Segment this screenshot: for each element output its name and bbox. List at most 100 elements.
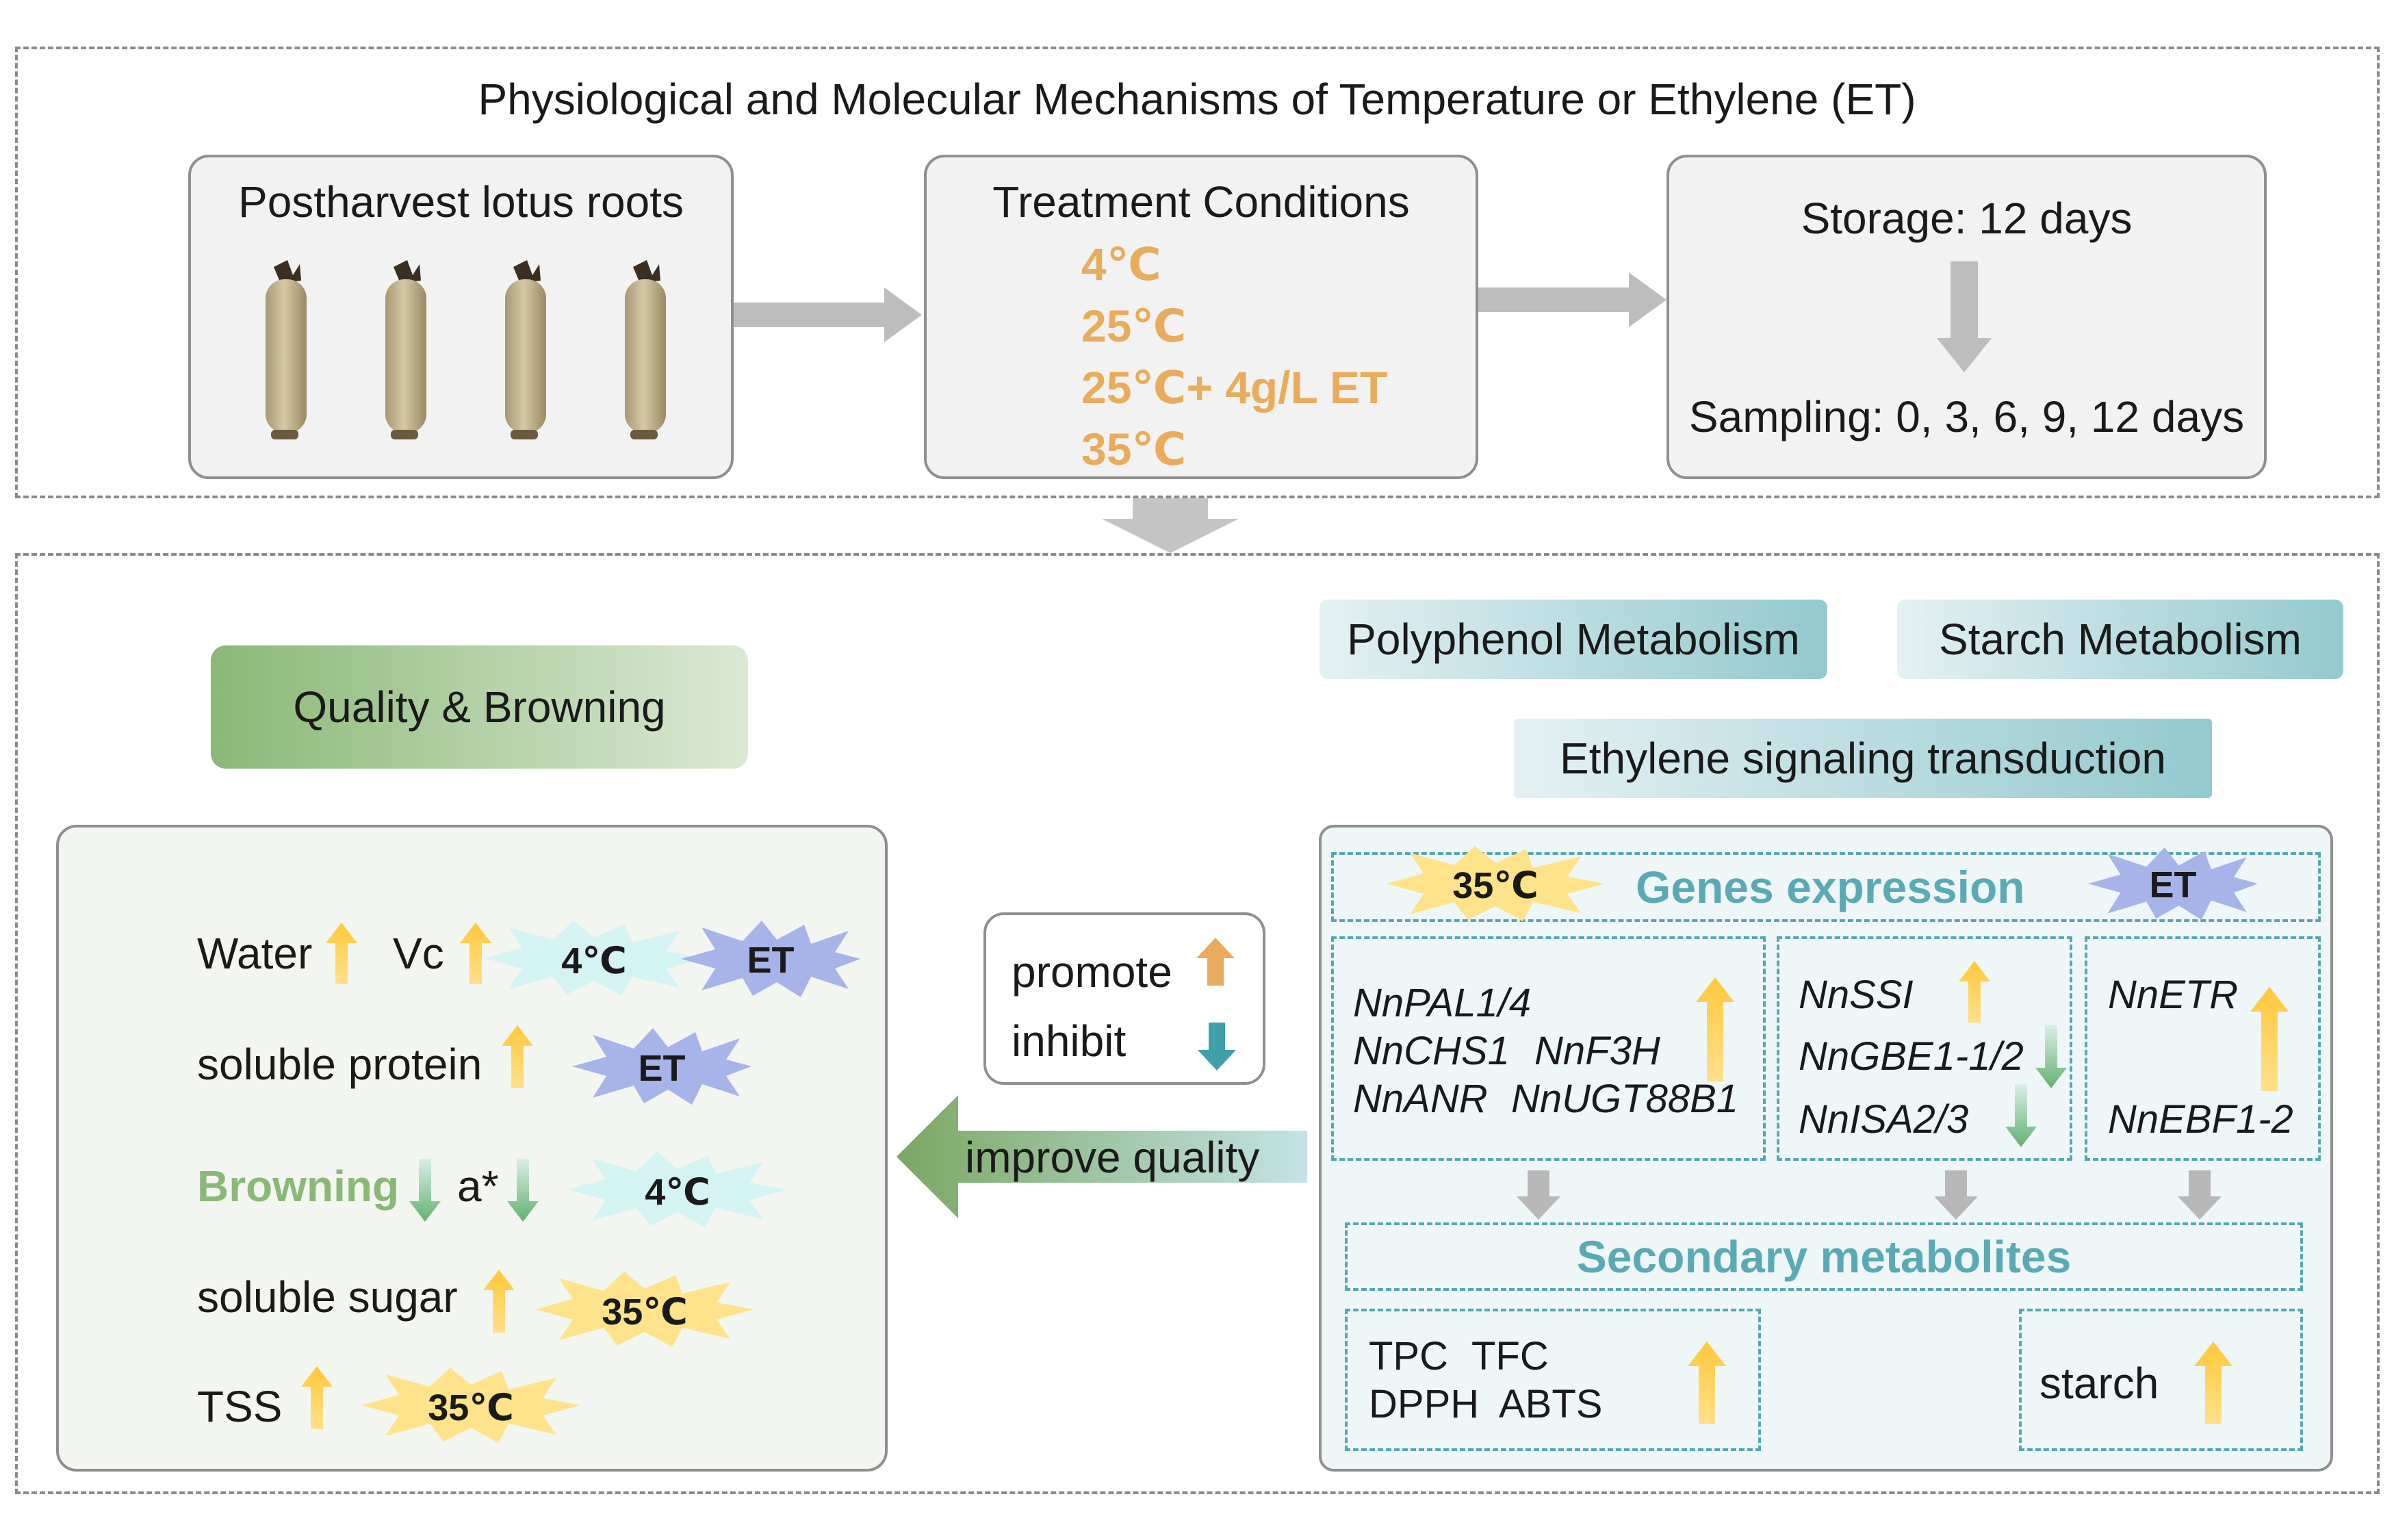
gene-nnssi: NnSSI (1799, 973, 1914, 1017)
increase-arrow-icon (1688, 1342, 1726, 1424)
gene-nnugt88b1: NnUGT88B1 (1511, 1077, 1739, 1121)
gene-nnchs1: NnCHS1 (1353, 1029, 1510, 1073)
burst-4c-icon (485, 921, 704, 996)
lotus-root-icon (625, 260, 666, 439)
arrow-down-icon (1517, 1170, 1560, 1220)
section-arrow-down-icon (1102, 498, 1239, 553)
ethylene-genes-frame (2085, 936, 2321, 1161)
lotus-root-icon (505, 260, 546, 439)
improve-quality-arrow-icon (897, 1095, 1307, 1218)
polyphenol-pill (1320, 600, 1827, 679)
increase-arrow-icon (1696, 977, 1734, 1081)
gene-nnpal: NnPAL1/4 (1353, 981, 1532, 1025)
polyphenol-pill-label: Polyphenol Metabolism (1347, 615, 1800, 664)
condition-4c: 4℃ (1081, 239, 1161, 290)
increase-arrow-icon (301, 1366, 333, 1429)
browning-label: Browning (197, 1162, 400, 1211)
flow-arrow-right-icon (1478, 272, 1666, 327)
vc-label: Vc (393, 929, 444, 978)
starch-genes-frame (1777, 936, 2072, 1161)
lotus-root-icon (385, 260, 426, 439)
sampling-days: Sampling: 0, 3, 6, 9, 12 days (1688, 392, 2245, 441)
a-star-label: a* (457, 1162, 499, 1211)
soluble-protein-label: soluble protein (197, 1040, 482, 1089)
starch-label: starch (2039, 1359, 2159, 1408)
flow-arrow-right-icon (734, 287, 922, 342)
condition-35c: 35℃ (1081, 424, 1187, 474)
ethylene-pill-label: Ethylene signaling transduction (1560, 734, 2166, 783)
ethylene-pill (1514, 719, 2212, 798)
metabolite-abts: ABTS (1499, 1382, 1603, 1426)
badge-35c-text: 35℃ (428, 1387, 514, 1428)
badge-4c-text: 4℃ (561, 940, 627, 981)
starch-frame (2019, 1309, 2303, 1451)
bottom-section-frame (15, 553, 2380, 1494)
metabolite-tfc: TFC (1471, 1334, 1549, 1378)
increase-arrow-icon (1959, 961, 1990, 1023)
gene-nnisa: NnISA2/3 (1799, 1097, 1969, 1142)
gene-nnebf1: NnEBF1-2 (2108, 1097, 2293, 1142)
decrease-arrow-icon (2005, 1084, 2037, 1147)
increase-arrow-icon (2194, 1342, 2232, 1424)
lotus-root-icon (266, 260, 307, 439)
increase-arrow-icon (2250, 987, 2289, 1091)
metabolites-frame (1345, 1309, 1761, 1451)
top-section-frame (15, 47, 2380, 498)
genes-expression-title: Genes expression (1636, 862, 2025, 912)
quality-header-label: Quality & Browning (293, 682, 666, 732)
legend-promote-arrow-icon (1196, 938, 1235, 986)
badge-4c-text: 4℃ (645, 1172, 710, 1213)
gene-nnetr: NnETR (2108, 973, 2239, 1017)
badge-et-text: ET (638, 1048, 686, 1089)
increase-arrow-icon (502, 1025, 533, 1088)
increase-arrow-icon (326, 923, 357, 984)
arrow-down-icon (2178, 1170, 2222, 1220)
legend-promote-label: promote (1012, 947, 1172, 997)
burst-35c-icon (535, 1272, 754, 1347)
badge-35c-text: 35℃ (602, 1292, 688, 1333)
arrow-down-icon (1934, 1170, 1978, 1220)
burst-et-icon (572, 1028, 751, 1105)
badge-35c-text: 35℃ (1452, 865, 1539, 906)
tss-label: TSS (197, 1382, 283, 1431)
genes-expression-frame (1331, 852, 2321, 922)
burst-4c-icon (568, 1152, 787, 1227)
burst-35c-icon (361, 1368, 580, 1443)
polyphenol-genes-frame (1331, 936, 1766, 1161)
roots-box-title: Postharvest lotus roots (238, 177, 684, 227)
legend-inhibit-label: inhibit (1012, 1016, 1127, 1066)
decrease-arrow-icon (507, 1159, 539, 1222)
burst-et-icon (2088, 847, 2258, 920)
condition-25c: 25℃ (1081, 300, 1187, 351)
secondary-metabolites-title: Secondary metabolites (1576, 1231, 2072, 1282)
increase-arrow-icon (483, 1270, 515, 1333)
lotus-roots-illustration (266, 260, 666, 439)
water-label: Water (197, 929, 313, 978)
burst-35c-icon (1386, 846, 1605, 921)
decrease-arrow-icon (2035, 1025, 2067, 1088)
improve-quality-label: improve quality (965, 1133, 1260, 1182)
soluble-sugar-label: soluble sugar (197, 1272, 458, 1322)
quality-header-pill (211, 645, 748, 769)
starch-pill-label: Starch Metabolism (1939, 615, 2302, 664)
diagram-title: Physiological and Molecular Mechanisms o… (478, 75, 1916, 124)
increase-arrow-icon (460, 923, 491, 984)
storage-duration: Storage: 12 days (1801, 194, 2133, 243)
legend-inhibit-arrow-icon (1198, 1023, 1236, 1070)
treatment-box-title: Treatment Conditions (992, 177, 1410, 227)
gene-nnf3h: NnF3H (1534, 1029, 1660, 1073)
metabolite-tpc: TPC (1369, 1334, 1448, 1378)
arrow-down-icon (1937, 261, 1992, 372)
molecular-box (1319, 825, 2333, 1472)
treatment-box (924, 155, 1478, 479)
burst-et-icon (681, 921, 860, 997)
secondary-metabolites-frame (1345, 1222, 2303, 1291)
decrease-arrow-icon (409, 1159, 441, 1222)
metabolite-dpph: DPPH (1369, 1382, 1480, 1426)
badge-et-text: ET (2149, 864, 2197, 906)
badge-et-text: ET (747, 940, 795, 981)
condition-25c-et: 25℃+ 4g/L ET (1081, 362, 1388, 413)
gene-nngbe1: NnGBE1-1/2 (1799, 1034, 2024, 1079)
starch-pill (1897, 600, 2343, 679)
gene-nnanr: NnANR (1353, 1077, 1488, 1121)
